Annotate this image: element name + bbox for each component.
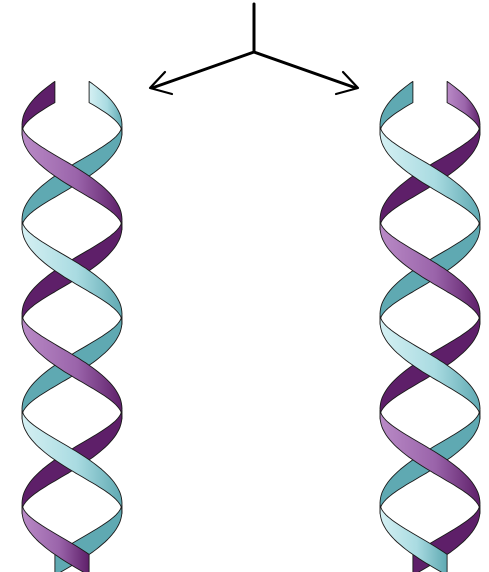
- left-daughter-helix: [22, 81, 122, 572]
- strand-a-front-segment: [380, 126, 480, 229]
- arrow-down-left-icon: [150, 52, 254, 94]
- strand-a-front-segment: [89, 81, 122, 135]
- strand-b-front-segment: [22, 316, 122, 419]
- right-daughter-helix: [380, 81, 480, 572]
- arrow-down-right-icon: [254, 52, 358, 94]
- branching-arrows: [150, 4, 358, 94]
- strand-b-front-segment: [22, 126, 122, 229]
- strand-a-front-segment: [22, 221, 122, 324]
- strand-b-front-segment: [380, 221, 480, 324]
- strand-b-back-segment: [22, 81, 55, 135]
- strand-a-back-segment: [380, 81, 413, 135]
- strand-a-front-segment: [380, 316, 480, 419]
- strand-b-front-segment: [447, 81, 480, 135]
- strand-b-front-segment: [380, 410, 480, 513]
- strand-a-front-segment: [22, 410, 122, 513]
